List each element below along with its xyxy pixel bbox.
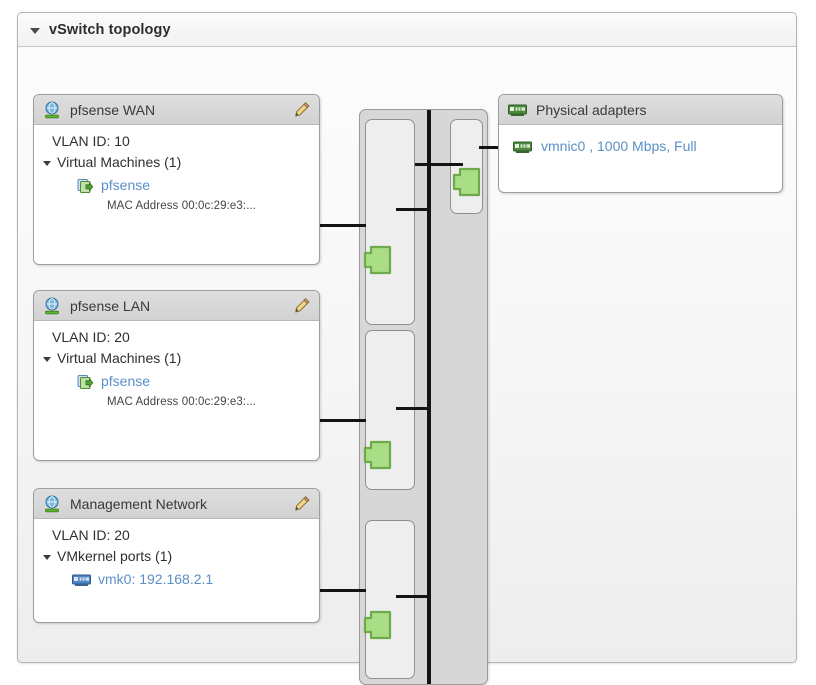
switch-stub bbox=[396, 407, 429, 410]
group-label: Virtual Machines (1) bbox=[57, 154, 182, 170]
port-group-icon bbox=[43, 101, 61, 119]
connection-line bbox=[479, 146, 507, 149]
network-jack-glyph bbox=[363, 440, 392, 470]
virtual-machine-icon bbox=[77, 373, 94, 390]
physical-adapter-item[interactable]: vmnic0 , 1000 Mbps, Full bbox=[499, 132, 782, 160]
network-jack-icon[interactable] bbox=[363, 244, 393, 276]
port-group-card[interactable]: pfsense LAN VLAN ID: 20 Virtual Machines… bbox=[33, 290, 320, 461]
connection-line bbox=[318, 224, 366, 227]
vlan-id-label: VLAN ID: 20 bbox=[52, 329, 130, 345]
pencil-icon[interactable] bbox=[293, 495, 311, 513]
port-group-header[interactable]: pfsense WAN bbox=[34, 95, 319, 125]
pencil-icon[interactable] bbox=[293, 101, 311, 119]
panel-body: pfsense WAN VLAN ID: 10 Virtual Machines… bbox=[18, 47, 796, 685]
network-jack-icon[interactable] bbox=[363, 609, 393, 641]
connection-line bbox=[318, 419, 366, 422]
switch-port-slot[interactable] bbox=[365, 520, 415, 679]
port-group-details: VLAN ID: 10 Virtual Machines (1) pfsense bbox=[34, 125, 319, 222]
group-label: VMkernel ports (1) bbox=[57, 548, 173, 564]
vmkernel-adapter-icon bbox=[72, 572, 91, 587]
port-group-card[interactable]: pfsense WAN VLAN ID: 10 Virtual Machines… bbox=[33, 94, 320, 265]
chevron-down-icon[interactable] bbox=[43, 161, 51, 167]
network-jack-glyph bbox=[452, 167, 481, 197]
virtual-machine-name[interactable]: pfsense bbox=[101, 372, 151, 389]
pencil-icon[interactable] bbox=[293, 297, 311, 315]
vmkernel-ports-group[interactable]: VMkernel ports (1) bbox=[34, 546, 319, 568]
switch-stub bbox=[396, 208, 429, 211]
page-title: vSwitch topology bbox=[49, 21, 171, 38]
port-group-details: VLAN ID: 20 VMkernel ports (1) bbox=[34, 519, 319, 598]
panel-header[interactable]: vSwitch topology bbox=[18, 13, 796, 47]
physical-adapters-header: Physical adapters bbox=[499, 95, 782, 125]
port-group-card[interactable]: Management Network VLAN ID: 20 VMkernel … bbox=[33, 488, 320, 623]
physical-adapter-name[interactable]: vmnic0 , 1000 Mbps, Full bbox=[541, 138, 697, 154]
physical-adapters-title: Physical adapters bbox=[536, 101, 647, 118]
physical-nic-icon bbox=[513, 139, 532, 154]
mac-address-label: MAC Address 00:0c:29:e3:... bbox=[107, 200, 257, 212]
group-label: Virtual Machines (1) bbox=[57, 350, 182, 366]
vmkernel-port-item[interactable]: vmk0: 192.168.2.1 bbox=[34, 568, 319, 591]
vmkernel-port-name[interactable]: vmk0: 192.168.2.1 bbox=[98, 570, 214, 587]
vlan-id-label: VLAN ID: 10 bbox=[52, 133, 130, 149]
switch-port-slot[interactable] bbox=[365, 119, 415, 325]
physical-adapters-card[interactable]: Physical adapters vmnic0 , 10 bbox=[498, 94, 783, 193]
mac-address-label: MAC Address 00:0c:29:e3:... bbox=[107, 396, 257, 408]
port-group-name: Management Network bbox=[70, 495, 207, 512]
virtual-machine-name[interactable]: pfsense bbox=[101, 176, 151, 193]
virtual-machines-group[interactable]: Virtual Machines (1) bbox=[34, 348, 319, 370]
network-jack-icon[interactable] bbox=[452, 166, 482, 198]
switch-uplink-slot[interactable] bbox=[450, 119, 483, 214]
network-jack-icon[interactable] bbox=[363, 439, 393, 471]
network-jack-glyph bbox=[363, 610, 392, 640]
connection-line bbox=[318, 589, 366, 592]
virtual-machine-item[interactable]: pfsense bbox=[34, 370, 319, 393]
port-group-header[interactable]: pfsense LAN bbox=[34, 291, 319, 321]
physical-adapters-list: vmnic0 , 1000 Mbps, Full bbox=[499, 125, 782, 168]
physical-nic-icon bbox=[508, 102, 527, 117]
chevron-down-icon[interactable] bbox=[30, 27, 40, 34]
virtual-machine-item[interactable]: pfsense bbox=[34, 174, 319, 197]
port-group-name: pfsense LAN bbox=[70, 297, 151, 314]
chevron-down-icon[interactable] bbox=[43, 555, 51, 561]
port-group-header[interactable]: Management Network bbox=[34, 489, 319, 519]
vlan-id-label: VLAN ID: 20 bbox=[52, 527, 130, 543]
port-group-icon bbox=[43, 495, 61, 513]
port-group-icon bbox=[43, 297, 61, 315]
switch-stub bbox=[396, 595, 429, 598]
port-group-details: VLAN ID: 20 Virtual Machines (1) pfsense bbox=[34, 321, 319, 418]
vswitch-topology-panel: vSwitch topology bbox=[17, 12, 797, 685]
switch-backplane bbox=[427, 110, 431, 684]
virtual-machine-icon bbox=[77, 177, 94, 194]
network-jack-glyph bbox=[363, 245, 392, 275]
port-group-name: pfsense WAN bbox=[70, 101, 156, 118]
virtual-machines-group[interactable]: Virtual Machines (1) bbox=[34, 152, 319, 174]
chevron-down-icon[interactable] bbox=[43, 357, 51, 363]
switch-stub bbox=[415, 163, 463, 166]
